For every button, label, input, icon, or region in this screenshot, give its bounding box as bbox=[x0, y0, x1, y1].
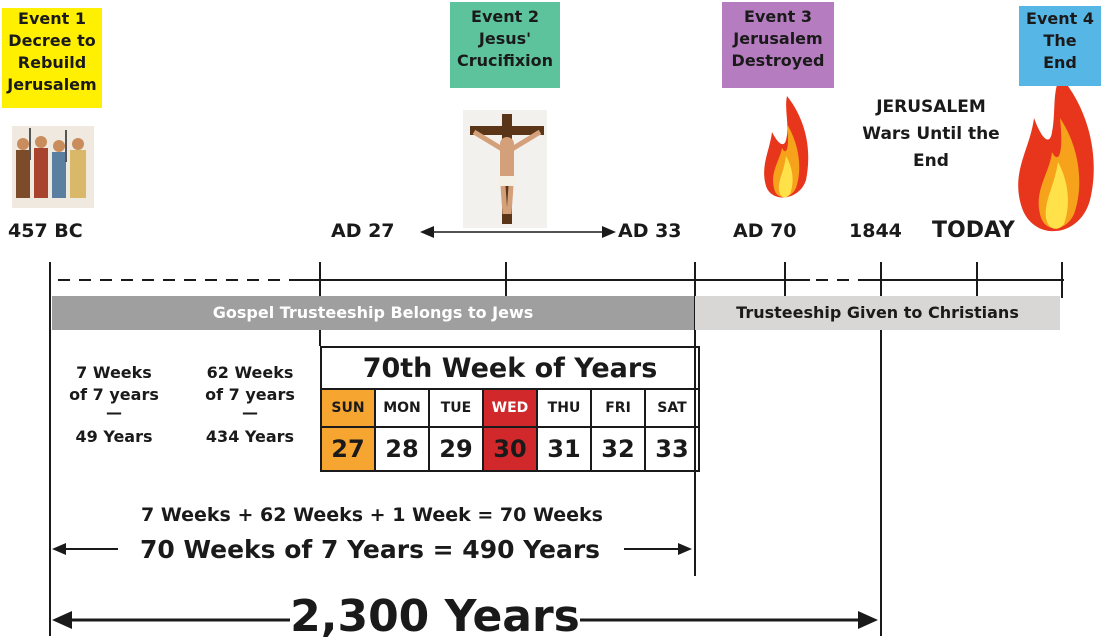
year-1844: 1844 bbox=[849, 220, 902, 242]
band-jews: Gospel Trusteeship Belongs to Jews bbox=[52, 296, 694, 330]
week70-table: 70th Week of Years SUN MON TUE WED THU F… bbox=[320, 346, 700, 472]
event-4-line-2: The bbox=[1043, 31, 1077, 50]
day-num-fri: 32 bbox=[590, 426, 646, 472]
day-num-wed: 30 bbox=[482, 426, 538, 472]
period-62-dash: — bbox=[242, 403, 258, 422]
period-7-line-2: of 7 years bbox=[69, 385, 159, 404]
period-7-dash: — bbox=[106, 403, 122, 422]
event-4-line-3: End bbox=[1043, 53, 1077, 72]
wars-note: JERUSALEM Wars Until the End bbox=[846, 94, 1016, 175]
wars-note-line-2: Wars Until the bbox=[862, 124, 1000, 144]
event-2-line-3: Crucifixion bbox=[456, 51, 554, 70]
period-62-weeks: 62 Weeks of 7 years — 434 Years bbox=[188, 362, 312, 448]
day-name-fri: FRI bbox=[590, 388, 646, 428]
flame-icon-event3 bbox=[764, 96, 809, 198]
period-62-line-2: of 7 years bbox=[205, 385, 295, 404]
crucifix-illustration bbox=[463, 110, 547, 228]
event-3-line-1: Event 3 bbox=[744, 7, 812, 26]
period-7-years: 49 Years bbox=[75, 427, 153, 446]
wars-note-line-1: JERUSALEM bbox=[876, 97, 986, 117]
event-2-box: Event 2 Jesus' Crucifixion bbox=[450, 2, 560, 88]
day-num-sun: 27 bbox=[320, 426, 376, 472]
week70-title: 70th Week of Years bbox=[320, 346, 700, 390]
period-7-weeks: 7 Weeks of 7 years — 49 Years bbox=[50, 362, 178, 448]
day-name-wed: WED bbox=[482, 388, 538, 428]
period-62-line-1: 62 Weeks bbox=[206, 363, 294, 382]
year-457bc: 457 BC bbox=[8, 220, 83, 242]
year-today: TODAY bbox=[932, 218, 1015, 243]
event-1-line-4: Jerusalem bbox=[7, 75, 97, 94]
day-num-sat: 33 bbox=[644, 426, 700, 472]
event-4-line-1: Event 4 bbox=[1026, 9, 1094, 28]
event-1-line-2: Decree to bbox=[8, 31, 96, 50]
year-ad27: AD 27 bbox=[331, 220, 395, 242]
wars-note-line-3: End bbox=[913, 151, 949, 171]
event-3-box: Event 3 Jerusalem Destroyed bbox=[722, 2, 834, 88]
day-name-sun: SUN bbox=[320, 388, 376, 428]
day-name-mon: MON bbox=[374, 388, 430, 428]
total-years-label: 2,300 Years bbox=[290, 591, 580, 642]
day-num-thu: 31 bbox=[536, 426, 592, 472]
event-3-line-3: Destroyed bbox=[731, 51, 825, 70]
event-1-line-3: Rebuild bbox=[17, 53, 87, 72]
week70-panel: 70th Week of Years SUN MON TUE WED THU F… bbox=[320, 346, 700, 472]
day-num-tue: 29 bbox=[428, 426, 484, 472]
weeks-equation: 7 Weeks + 62 Weeks + 1 Week = 70 Weeks bbox=[141, 504, 603, 526]
event-1-line-1: Event 1 bbox=[18, 9, 86, 28]
event-2-line-2: Jesus' bbox=[478, 29, 532, 48]
year-ad33: AD 33 bbox=[618, 220, 682, 242]
year-ad70: AD 70 bbox=[733, 220, 797, 242]
period-62-years: 434 Years bbox=[205, 427, 295, 446]
band-christians: Trusteeship Given to Christians bbox=[695, 296, 1060, 330]
day-name-tue: TUE bbox=[428, 388, 484, 428]
day-name-thu: THU bbox=[536, 388, 592, 428]
seventy-weeks-label: 70 Weeks of 7 Years = 490 Years bbox=[139, 535, 601, 564]
event-3-line-2: Jerusalem bbox=[733, 29, 823, 48]
day-name-sat: SAT bbox=[644, 388, 700, 428]
event-1-box: Event 1 Decree to Rebuild Jerusalem bbox=[2, 8, 102, 108]
decree-illustration bbox=[12, 126, 94, 208]
arrow-left-head bbox=[420, 226, 434, 238]
event-2-line-1: Event 2 bbox=[471, 7, 539, 26]
arrow-right-head bbox=[602, 226, 616, 238]
event-4-box: Event 4 The End bbox=[1019, 6, 1101, 86]
flame-icon-event4 bbox=[1018, 76, 1094, 232]
period-7-line-1: 7 Weeks bbox=[76, 363, 152, 382]
day-num-mon: 28 bbox=[374, 426, 430, 472]
